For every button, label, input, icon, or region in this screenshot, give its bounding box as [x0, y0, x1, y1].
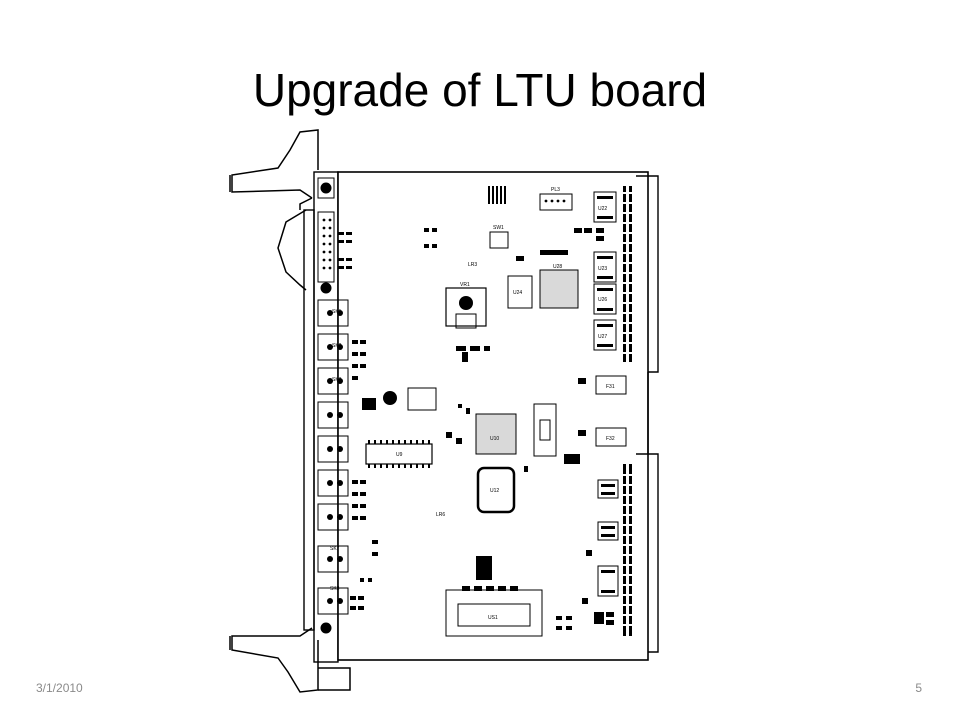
- label-sw1: SW1: [493, 225, 504, 231]
- label-u23: U23: [598, 266, 607, 272]
- label-us1: US1: [488, 615, 498, 621]
- pl2-connector: [533, 403, 557, 457]
- edge-connectors: [636, 175, 659, 653]
- label-pl3: PL3: [551, 187, 560, 193]
- label-sk8: SK8: [330, 586, 340, 592]
- label-sk3: SK3: [332, 377, 342, 383]
- tr3-crystal: [407, 387, 437, 411]
- smd-clusters-left: [338, 232, 378, 610]
- front-panel-handles: [229, 129, 351, 693]
- label-lr6: LR6: [436, 512, 445, 518]
- vr1-regulator: [445, 287, 487, 329]
- label-lr3: LR3: [468, 262, 477, 268]
- f32-fuse: [595, 427, 627, 447]
- label-f32: F32: [606, 436, 615, 442]
- smd-center: [360, 228, 614, 630]
- label-u24: U24: [513, 290, 522, 296]
- label-u26: U26: [598, 297, 607, 303]
- l2-inductor: [476, 556, 492, 580]
- label-u27: U27: [598, 334, 607, 340]
- label-sk2: SK2: [332, 343, 342, 349]
- label-u12: U12: [490, 488, 499, 494]
- label-u22: U22: [598, 206, 607, 212]
- u12-chip: [476, 466, 516, 514]
- sw1-switch: [489, 231, 509, 249]
- label-u10: U10: [490, 436, 499, 442]
- slide-title: Upgrade of LTU board: [252, 64, 708, 116]
- label-vr1: VR1: [460, 282, 470, 288]
- label-u28: U28: [553, 264, 562, 270]
- front-sockets: [317, 177, 349, 634]
- label-sk1: SK1: [332, 309, 342, 315]
- slide-date: 3/1/2010: [36, 681, 83, 695]
- label-sk7: SK7: [330, 546, 340, 552]
- u28-bga: [539, 269, 579, 309]
- u24-chip: [507, 275, 533, 309]
- u10-bga: [475, 413, 517, 455]
- slide-page-number: 5: [915, 681, 922, 695]
- pl3-header: [539, 193, 573, 211]
- label-u9: U9: [396, 452, 403, 458]
- front-socket-dots: [322, 218, 343, 604]
- f31-fuse: [595, 375, 627, 395]
- label-f31: F31: [606, 384, 615, 390]
